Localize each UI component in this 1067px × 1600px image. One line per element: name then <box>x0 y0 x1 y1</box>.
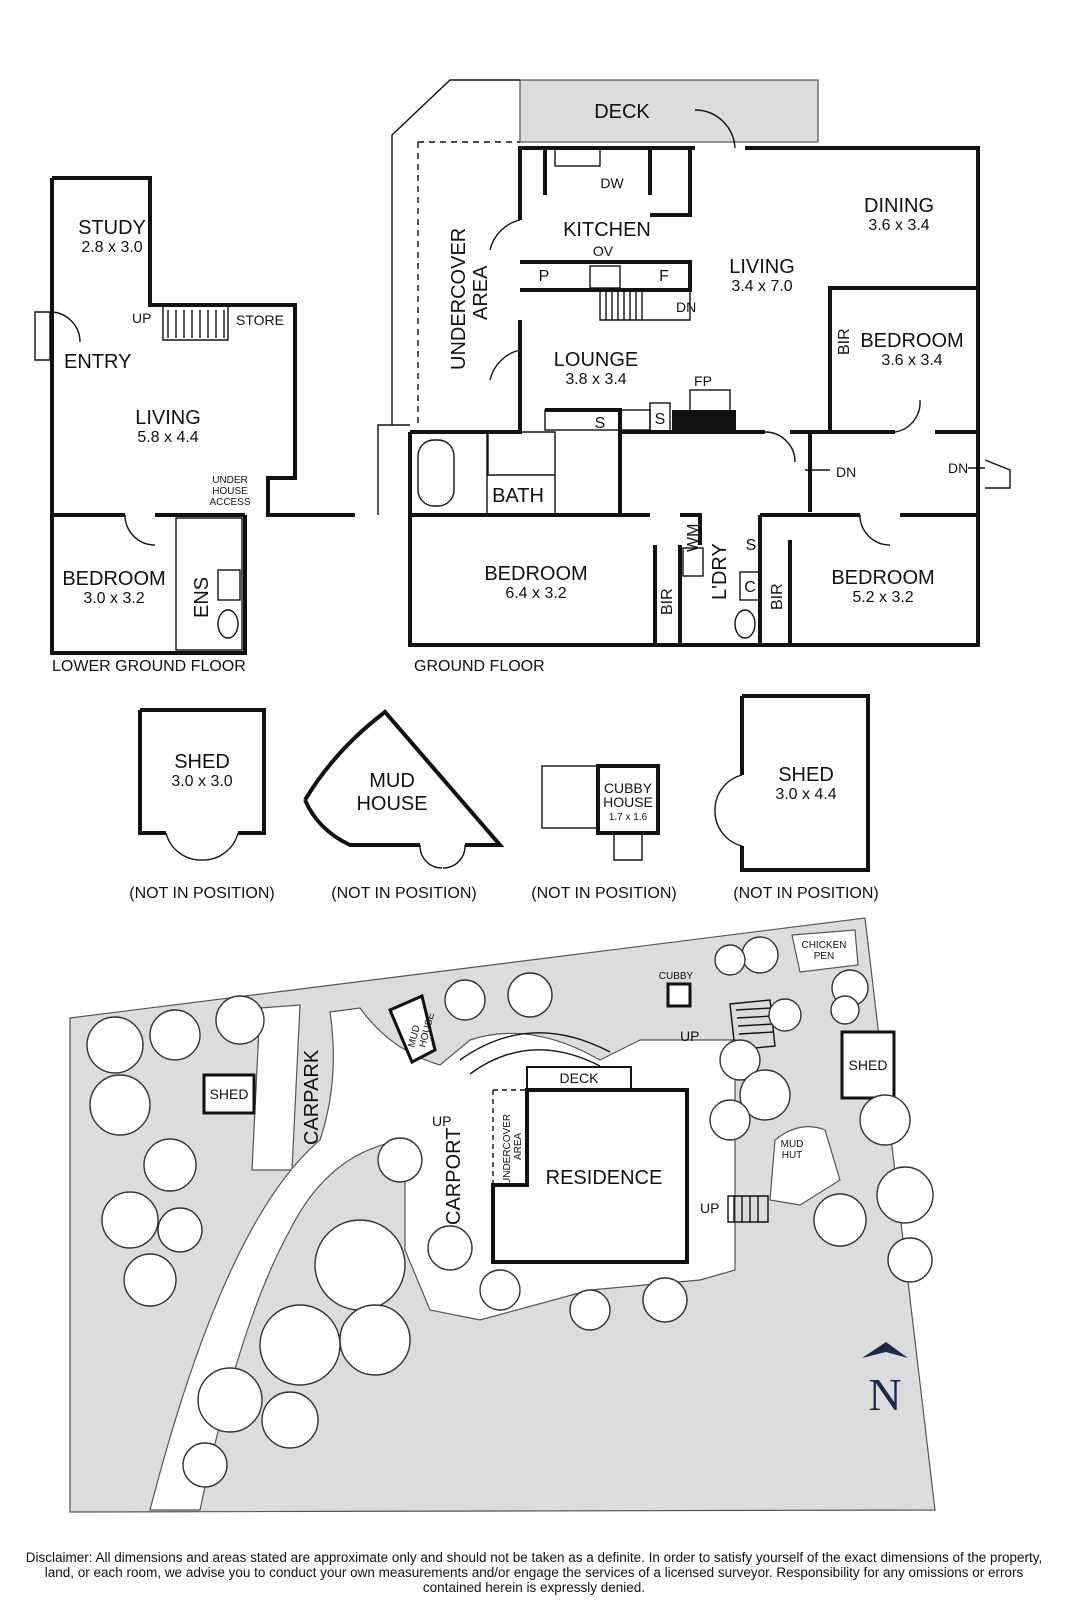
bedroom-ne-label: BEDROOM <box>860 330 963 352</box>
bedroom-sw-label: BEDROOM <box>484 563 587 585</box>
cubby-house-line1: CUBBY <box>604 780 653 796</box>
stairs-dn-label: DN <box>676 299 696 315</box>
carpark-label: CARPARK <box>301 1049 323 1145</box>
dining-label: DINING <box>864 195 934 217</box>
cubby-house-line2: HOUSE <box>603 794 653 810</box>
mud-house-line2: HOUSE <box>356 793 427 815</box>
lower-bedroom-dimensions: 3.0 x 3.2 <box>83 590 144 607</box>
study-dimensions: 2.8 x 3.0 <box>81 239 142 256</box>
lower-living-dimensions: 5.8 x 4.4 <box>137 429 198 446</box>
bath-label: BATH <box>492 485 544 507</box>
site-plan: SHED CARPARK MUD HOUSE CUBBY CHICKEN PEN… <box>69 917 936 1513</box>
chicken-pen-line1: CHICKEN <box>801 940 846 951</box>
robe-label-se: BIR <box>769 583 786 610</box>
shed-a-label: SHED <box>174 751 230 773</box>
ground-floor-plan: DECK DW KITCHEN OV P F DN UNDERCOVER ARE… <box>377 79 1011 675</box>
lower-up-label: UP <box>132 310 151 326</box>
robe-label-sw: BIR <box>659 588 676 615</box>
mud-house-note: (NOT IN POSITION) <box>331 885 476 902</box>
shed-a-note: (NOT IN POSITION) <box>129 885 274 902</box>
bedroom-se-dimensions: 5.2 x 3.2 <box>852 589 913 606</box>
residence-label: RESIDENCE <box>546 1167 663 1189</box>
cubby-house-note: (NOT IN POSITION) <box>531 885 676 902</box>
chicken-pen-line2: PEN <box>814 951 835 962</box>
site-cubby-label: CUBBY <box>659 971 694 982</box>
mud-hut-line1: MUD <box>781 1139 804 1150</box>
living-label: LIVING <box>729 256 795 278</box>
lounge-dimensions: 3.8 x 3.4 <box>565 371 626 388</box>
kitchen-label: KITCHEN <box>563 219 651 241</box>
lower-ground-caption: LOWER GROUND FLOOR <box>52 658 246 675</box>
site-up-east: UP <box>700 1200 719 1216</box>
bedroom-se-label: BEDROOM <box>831 567 934 589</box>
mud-hut-line2: HUT <box>782 1150 803 1161</box>
mud-house-line1: MUD <box>369 770 415 792</box>
shed-b-label: SHED <box>778 764 834 786</box>
ensuite-label: ENS <box>191 577 213 618</box>
disclaimer: Disclaimer: All dimensions and areas sta… <box>25 1550 1043 1595</box>
east-dn-label: DN <box>948 460 968 476</box>
storage-label-2: S <box>655 411 666 428</box>
deck-label: DECK <box>594 101 650 123</box>
lower-ground-floor-plan: STUDY 2.8 x 3.0 UP STORE ENTRY LIVING 5.… <box>34 176 355 675</box>
north-arrow: N <box>862 1342 908 1420</box>
lower-bedroom-label: BEDROOM <box>62 568 165 590</box>
entry-label: ENTRY <box>64 351 131 373</box>
cubby-house-dimensions: 1.7 x 1.6 <box>609 812 648 823</box>
study-label: STUDY <box>78 217 146 239</box>
outbuildings: SHED 3.0 x 3.0 (NOT IN POSITION) MUD HOU… <box>129 694 879 902</box>
shed-b-note: (NOT IN POSITION) <box>733 885 878 902</box>
hall-dn-label: DN <box>836 464 856 480</box>
store-label: STORE <box>236 312 284 328</box>
fridge-label: F <box>659 268 669 285</box>
pantry-label: P <box>539 268 550 285</box>
ground-floor-caption: GROUND FLOOR <box>414 658 545 675</box>
carport-label: CARPORT <box>443 1128 465 1225</box>
washing-machine-label: WM <box>685 524 702 552</box>
laundry-label: L'DRY <box>709 543 731 600</box>
undercover-line1: UNDERCOVER <box>448 228 470 370</box>
undercover-line2: AREA <box>470 265 492 320</box>
lounge-label: LOUNGE <box>554 349 638 371</box>
dishwasher-label: DW <box>600 175 624 191</box>
site-shed-west-label: SHED <box>210 1086 249 1102</box>
site-deck-label: DECK <box>560 1070 600 1086</box>
oven-label: OV <box>593 243 614 259</box>
under-house-line1: UNDER <box>212 475 248 486</box>
north-label: N <box>868 1369 901 1420</box>
site-undercover-line2: AREA <box>513 1132 524 1160</box>
storage-label-1: S <box>595 415 606 432</box>
under-house-line3: ACCESS <box>209 497 250 508</box>
dining-dimensions: 3.6 x 3.4 <box>868 217 929 234</box>
lower-living-label: LIVING <box>135 407 201 429</box>
bedroom-sw-dimensions: 6.4 x 3.2 <box>505 585 566 602</box>
site-shed-east-label: SHED <box>849 1057 888 1073</box>
cupboard-label: C <box>744 579 756 596</box>
robe-label-ne: BIR <box>836 328 853 355</box>
fireplace-label: FP <box>694 373 712 389</box>
shed-b-dimensions: 3.0 x 4.4 <box>775 786 836 803</box>
living-dimensions: 3.4 x 7.0 <box>731 278 792 295</box>
site-up-west: UP <box>432 1113 451 1129</box>
under-house-line2: HOUSE <box>212 486 248 497</box>
site-up-north: UP <box>680 1028 699 1044</box>
site-undercover-line1: UNDERCOVER <box>502 1114 513 1185</box>
storage-label-3: S <box>746 537 757 554</box>
shed-a-dimensions: 3.0 x 3.0 <box>171 773 232 790</box>
bedroom-ne-dimensions: 3.6 x 3.4 <box>881 352 942 369</box>
